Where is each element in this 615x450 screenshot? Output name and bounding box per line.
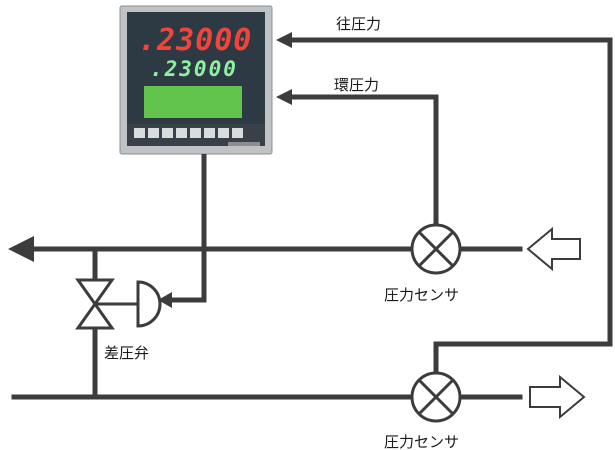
- valve-actuator: [136, 280, 162, 328]
- forward-pressure-label: 往圧力: [336, 15, 381, 33]
- outflow-arrow: [529, 374, 586, 420]
- sensor-bottom-label: 圧力センサ: [384, 433, 459, 450]
- controller-key: [162, 128, 173, 138]
- sensor-top-label: 圧力センサ: [384, 286, 459, 304]
- forward-pressure-arrowhead: [276, 32, 292, 48]
- return-pressure-signal-line: [292, 94, 439, 225]
- return-pressure-arrowhead: [276, 89, 292, 105]
- controller-key: [148, 128, 159, 138]
- sv-display: .23000: [150, 57, 238, 81]
- sensor-top-cross: [417, 230, 455, 268]
- lcd-panel: [144, 86, 242, 118]
- valve-body-upper: [75, 278, 115, 307]
- forward-pressure-signal-line: [292, 37, 613, 373]
- return-pressure-label: 環圧力: [334, 76, 379, 94]
- controller-keys: [134, 128, 243, 138]
- valve-label: 差圧弁: [104, 344, 149, 362]
- pressure-sensor-top: [410, 223, 462, 275]
- inflow-arrow: [526, 226, 581, 272]
- controller-key: [232, 128, 243, 138]
- sensor-bottom-cross: [417, 378, 455, 416]
- pv-display: .23000: [138, 23, 252, 58]
- differential-pressure-valve: [75, 278, 162, 330]
- pressure-sensor-bottom: [410, 371, 462, 423]
- supply-pipe-left-arrow: [8, 236, 34, 262]
- controller-key: [134, 128, 145, 138]
- controller-key: [176, 128, 187, 138]
- controller-key: [190, 128, 201, 138]
- controller-bottom-text: [228, 142, 260, 146]
- control-signal-arrowhead: [158, 292, 172, 308]
- control-signal-line: [170, 154, 207, 303]
- controller-unit: .23000 .23000: [119, 5, 273, 155]
- controller-key: [218, 128, 229, 138]
- controller-key: [204, 128, 215, 138]
- valve-body-lower: [75, 301, 115, 330]
